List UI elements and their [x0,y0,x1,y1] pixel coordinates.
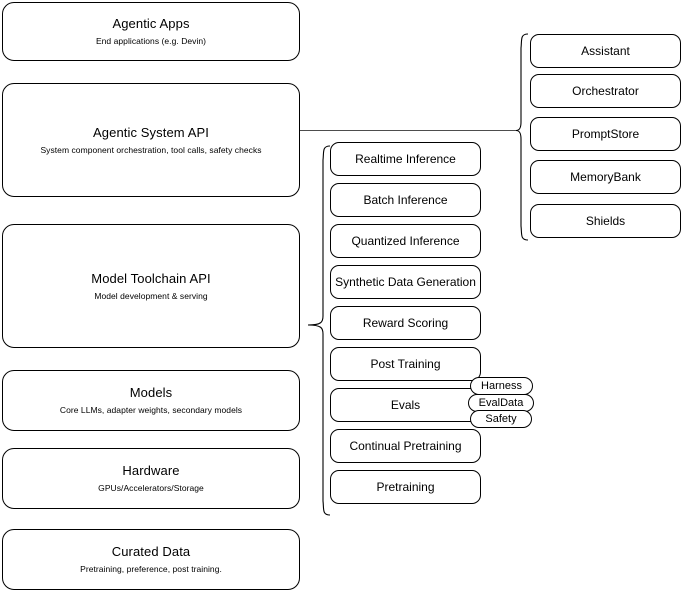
item-label: Batch Inference [363,193,448,207]
layer-curated-data[interactable]: Curated Data Pretraining, preference, po… [2,529,300,590]
pill-label: Harness [481,380,522,392]
layer-title: Agentic Apps [112,16,190,31]
item-label: Continual Pretraining [349,439,462,453]
toolchain-item-synthetic-data-generation[interactable]: Synthetic Data Generation [330,265,481,299]
layer-title: Agentic System API [93,124,209,140]
layer-subtitle: End applications (e.g. Devin) [95,36,207,46]
layer-model-toolchain-api[interactable]: Model Toolchain API Model development & … [2,224,300,348]
toolchain-item-reward-scoring[interactable]: Reward Scoring [330,306,481,340]
toolchain-item-realtime-inference[interactable]: Realtime Inference [330,142,481,176]
item-label: Pretraining [376,480,435,494]
item-label: Shields [585,214,626,228]
pill-label: EvalData [478,397,524,409]
toolchain-item-pretraining[interactable]: Pretraining [330,470,481,504]
item-label: Post Training [370,357,441,371]
item-label: Evals [390,398,421,412]
system-item-orchestrator[interactable]: Orchestrator [530,74,681,108]
item-label: Realtime Inference [355,152,456,166]
layer-agentic-apps[interactable]: Agentic Apps End applications (e.g. Devi… [2,2,300,61]
system-item-promptstore[interactable]: PromptStore [530,117,681,151]
item-label: Assistant [581,44,630,58]
layer-title: Hardware [122,463,180,478]
layer-title: Models [129,385,173,400]
brace-system-components [515,33,529,241]
layer-title: Curated Data [111,544,191,559]
layer-title: Model Toolchain API [91,270,211,286]
system-item-shields[interactable]: Shields [530,204,681,238]
toolchain-item-batch-inference[interactable]: Batch Inference [330,183,481,217]
layer-subtitle: Pretraining, preference, post training. [80,564,222,574]
layer-subtitle: GPUs/Accelerators/Storage [98,483,204,493]
layer-agentic-system-api[interactable]: Agentic System API System component orch… [2,83,300,197]
eval-tag-safety[interactable]: Safety [470,410,532,428]
system-item-memorybank[interactable]: MemoryBank [530,160,681,194]
item-label: Orchestrator [572,84,639,98]
toolchain-item-evals[interactable]: Evals [330,388,481,422]
system-item-assistant[interactable]: Assistant [530,34,681,68]
toolchain-item-continual-pretraining[interactable]: Continual Pretraining [330,429,481,463]
item-label: Synthetic Data Generation [335,275,476,289]
brace-toolchain-components [307,145,331,516]
pill-label: Safety [485,413,517,425]
layer-models[interactable]: Models Core LLMs, adapter weights, secon… [2,370,300,431]
toolchain-item-quantized-inference[interactable]: Quantized Inference [330,224,481,258]
item-label: PromptStore [571,127,640,141]
item-label: Reward Scoring [362,316,449,330]
layer-subtitle: Model development & serving [94,290,208,301]
toolchain-item-post-training[interactable]: Post Training [330,347,481,381]
item-label: Quantized Inference [351,234,460,248]
layer-subtitle: System component orchestration, tool cal… [40,144,262,155]
layer-hardware[interactable]: Hardware GPUs/Accelerators/Storage [2,448,300,509]
item-label: MemoryBank [570,170,641,184]
layer-subtitle: Core LLMs, adapter weights, secondary mo… [59,405,243,415]
eval-tag-harness[interactable]: Harness [470,377,533,395]
